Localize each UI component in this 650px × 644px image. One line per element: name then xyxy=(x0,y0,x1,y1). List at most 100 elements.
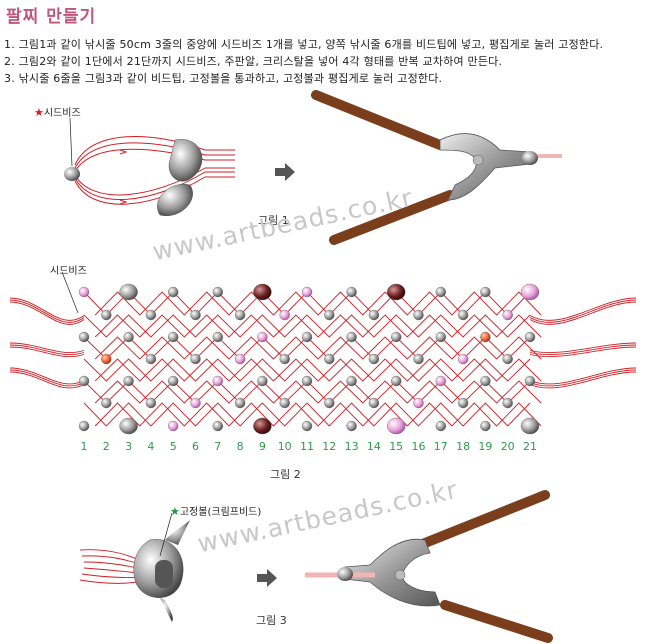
bead xyxy=(212,331,224,343)
column-number: 12 xyxy=(322,440,337,453)
bead xyxy=(413,397,424,409)
column-number: 6 xyxy=(192,440,199,453)
bead xyxy=(279,397,290,409)
bead xyxy=(78,331,90,343)
bead xyxy=(234,353,246,365)
bead xyxy=(78,375,90,387)
bead xyxy=(520,283,540,301)
column-number: 14 xyxy=(366,440,381,453)
bead xyxy=(346,420,357,432)
bead xyxy=(190,397,201,409)
column-number: 10 xyxy=(277,440,292,453)
column-number: 7 xyxy=(214,440,222,453)
bead xyxy=(457,309,469,321)
bead xyxy=(524,375,536,387)
bead xyxy=(119,417,138,435)
bead-tip xyxy=(168,139,203,182)
bead xyxy=(391,375,402,387)
fig3-caption: 그림 3 xyxy=(256,614,287,627)
column-number: 9 xyxy=(258,440,266,453)
fig1-label: ★시드비즈 xyxy=(34,106,81,119)
bead xyxy=(253,283,272,301)
column-number: 18 xyxy=(456,440,471,453)
figure-3 xyxy=(79,490,553,643)
bead xyxy=(346,331,357,343)
bead xyxy=(123,375,134,387)
column-number: 11 xyxy=(300,440,314,453)
bead xyxy=(301,375,313,387)
column-number: 13 xyxy=(344,440,359,453)
bead xyxy=(101,353,112,365)
fig2-label: 시드비즈 xyxy=(50,266,87,277)
bead xyxy=(234,309,246,321)
bead xyxy=(78,420,90,432)
bead xyxy=(368,353,380,365)
column-number: 8 xyxy=(236,440,244,453)
bead xyxy=(78,286,90,298)
bead xyxy=(480,286,491,298)
bead xyxy=(212,375,224,387)
bead xyxy=(301,420,313,432)
bead xyxy=(435,331,446,343)
bead xyxy=(435,375,446,387)
step-3: 3. 낚시줄 6줄을 그림3과 같이 비드팁, 고정볼을 통과하고, 고정볼과 … xyxy=(4,72,443,85)
bead xyxy=(257,331,268,343)
arrow-icon xyxy=(275,163,295,181)
column-number: 3 xyxy=(125,440,133,453)
column-number: 20 xyxy=(500,440,515,453)
bead xyxy=(520,417,540,435)
bead xyxy=(145,397,157,409)
step-2: 2. 그림2와 같이 1단에서 21단까지 시드비즈, 주판알, 크리스탈을 넣… xyxy=(4,55,503,68)
column-number: 16 xyxy=(411,440,426,453)
bead xyxy=(413,353,424,365)
star-icon: ★ xyxy=(34,106,44,119)
bead xyxy=(324,309,335,321)
figure-2-weave xyxy=(9,271,637,435)
column-number: 17 xyxy=(433,440,448,453)
bead xyxy=(167,375,179,387)
bead xyxy=(368,397,380,409)
bead xyxy=(145,353,157,365)
crimp-bead xyxy=(155,560,173,588)
seed-bead xyxy=(64,167,80,181)
arrow-icon xyxy=(257,569,277,587)
bead xyxy=(257,375,268,387)
bead xyxy=(212,286,224,298)
bead xyxy=(167,420,179,432)
page-title: 팔찌 만들기 xyxy=(6,7,97,27)
column-number: 4 xyxy=(147,440,155,453)
column-number: 21 xyxy=(523,440,537,453)
bead xyxy=(167,331,179,343)
bead xyxy=(368,309,380,321)
bead xyxy=(502,353,513,365)
column-number: 1 xyxy=(80,440,88,453)
bead xyxy=(413,309,424,321)
bead xyxy=(190,309,201,321)
bead xyxy=(435,286,446,298)
bead xyxy=(480,420,491,432)
column-number: 15 xyxy=(389,440,404,453)
bead xyxy=(391,331,402,343)
bead xyxy=(145,309,157,321)
bead xyxy=(301,331,313,343)
bead xyxy=(101,309,112,321)
bead xyxy=(480,331,491,343)
bead xyxy=(101,397,112,409)
bead xyxy=(346,286,357,298)
bead xyxy=(324,353,335,365)
fig3-label: ★고정볼(크림프비드) xyxy=(170,505,262,518)
column-number: 5 xyxy=(169,440,177,453)
bead xyxy=(119,283,138,301)
fig2-caption: 그림 2 xyxy=(270,468,301,481)
figure-1 xyxy=(64,90,562,245)
bead xyxy=(123,331,134,343)
bead xyxy=(457,397,469,409)
bead xyxy=(279,353,290,365)
column-number: 19 xyxy=(478,440,493,453)
bead xyxy=(279,309,290,321)
bead xyxy=(387,417,406,435)
bead xyxy=(167,286,179,298)
bead xyxy=(387,283,406,301)
